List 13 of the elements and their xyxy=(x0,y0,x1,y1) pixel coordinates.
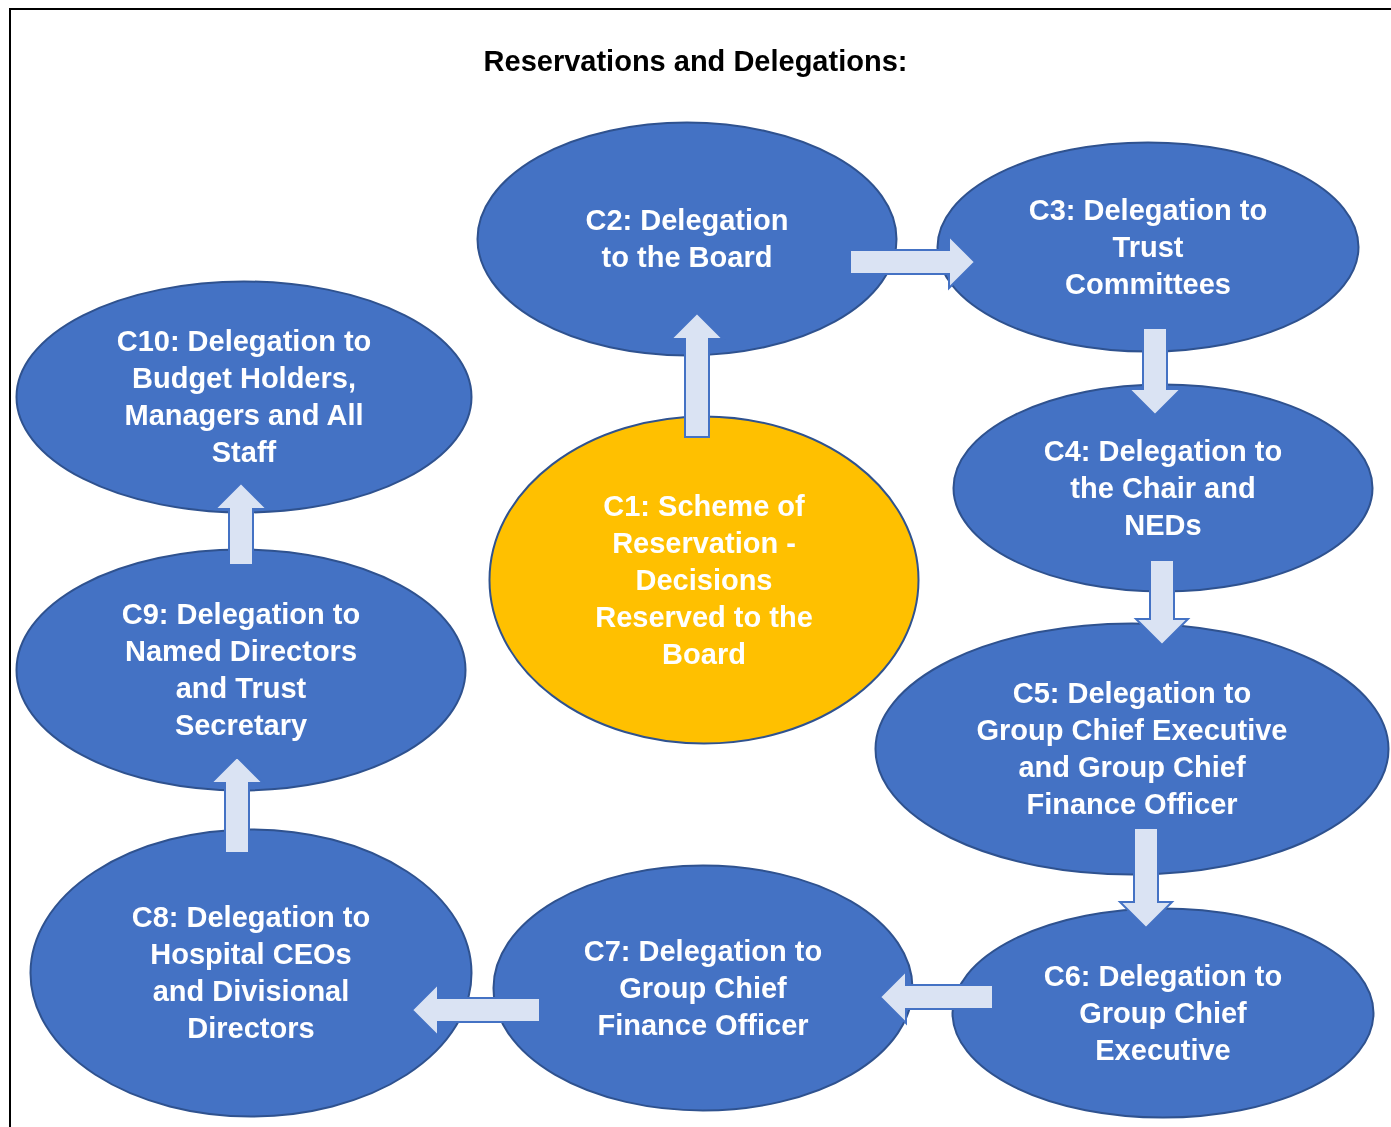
node-label: C8: Delegation to Hospital CEOs and Divisional Directors xyxy=(130,900,372,1046)
node-label: C7: Delegation to Group Chief Finance Officer xyxy=(583,933,823,1043)
block-arrow xyxy=(1117,827,1175,930)
node-label: C4: Delegation to the Chair and NEDs xyxy=(1042,433,1284,543)
diagram-title: Reservations and Delegations: xyxy=(483,45,908,78)
node-label: C6: Delegation to Group Chief Executive xyxy=(1043,958,1283,1068)
block-arrow xyxy=(1133,559,1191,647)
node-label: C1: Scheme of Reservation - Decisions Reserved to the Board xyxy=(594,488,814,672)
node-label: C10: Delegation to Budget Holders, Managers and All Staff xyxy=(115,324,373,470)
node-label: C5: Delegation to Group Chief Executive and Group Chief Finance Officer xyxy=(975,676,1289,822)
node-label: C9: Delegation to Named Directors and Trust Secretary xyxy=(120,597,362,743)
node-label: C2: Delegation to the Board xyxy=(584,203,790,275)
node-label: C3: Delegation to Trust Committees xyxy=(1028,192,1268,302)
